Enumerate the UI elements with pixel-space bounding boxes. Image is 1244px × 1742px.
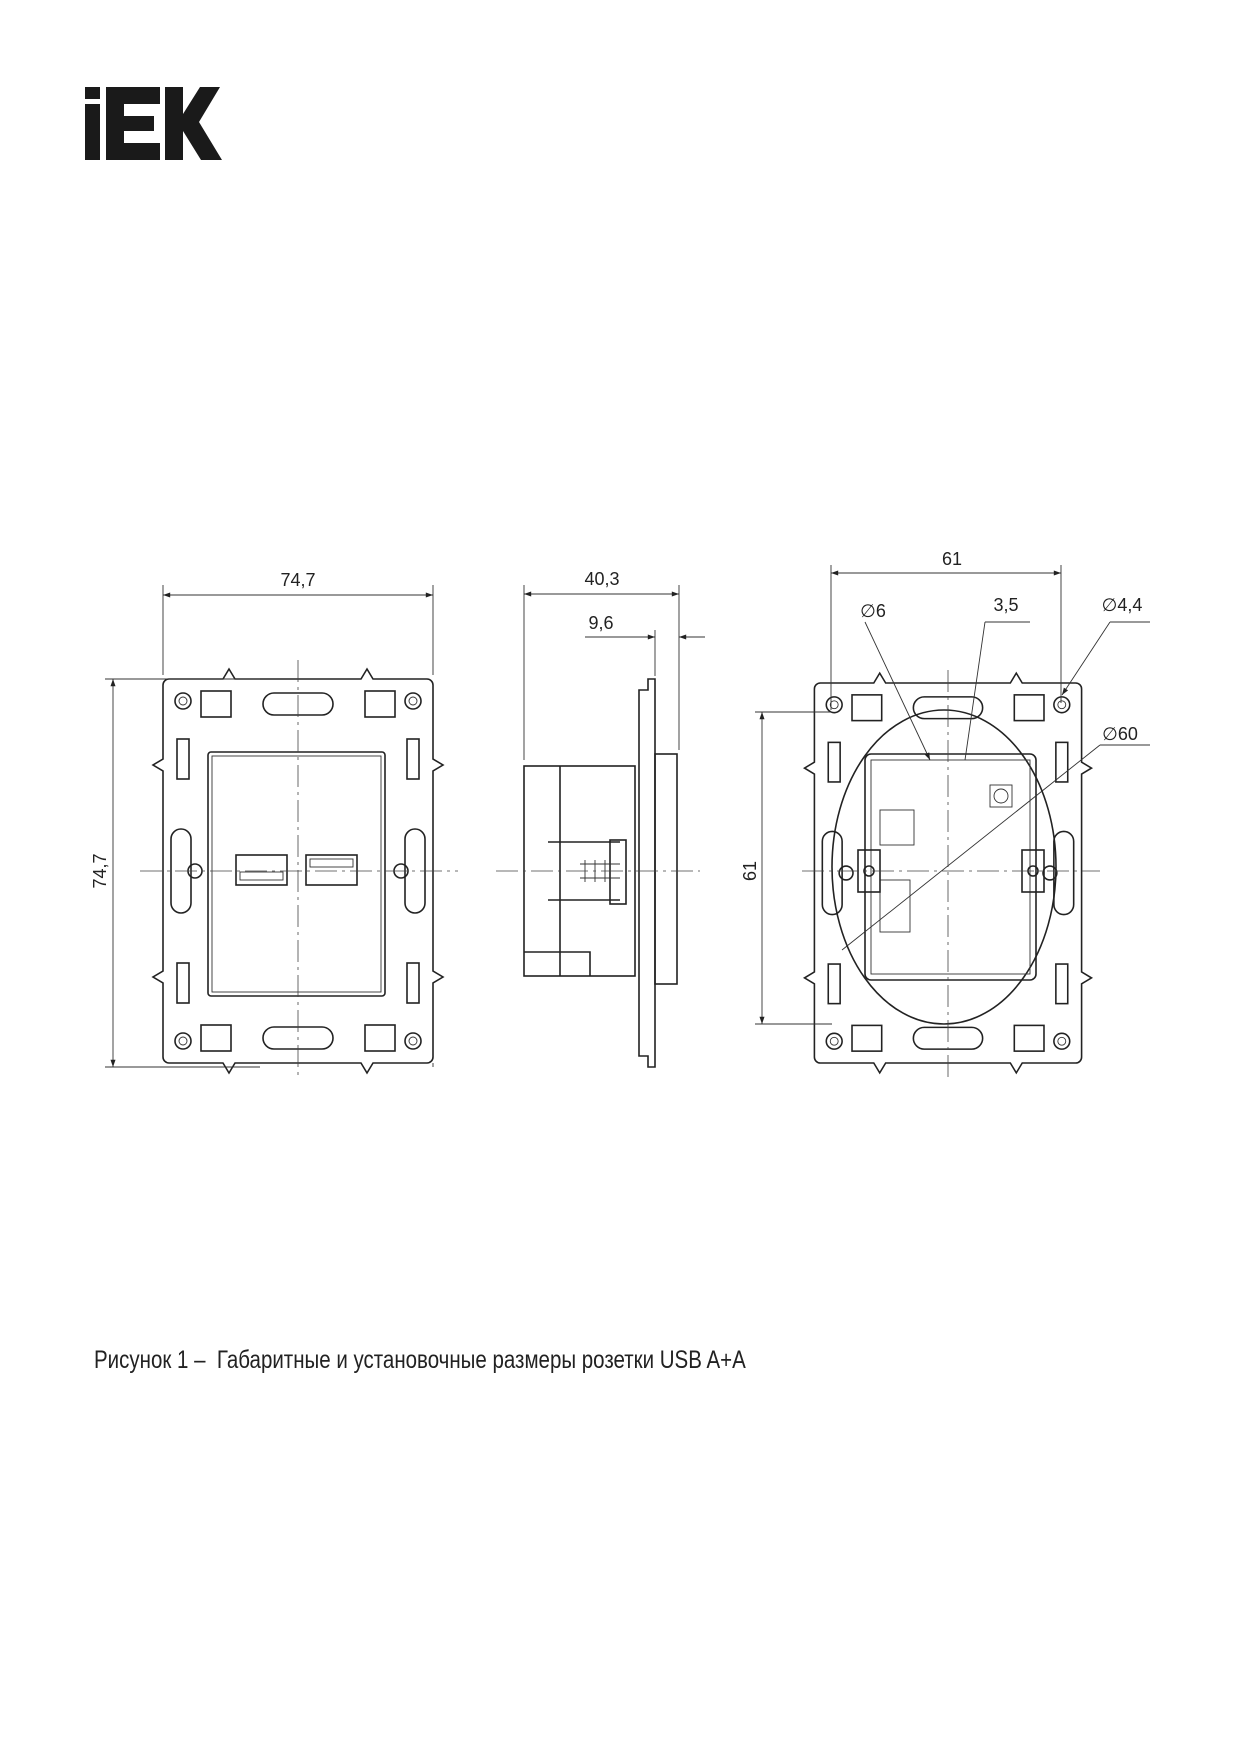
figure-caption: Рисунок 1 – Габаритные и установочные ра…	[94, 1346, 746, 1375]
box-diameter-label: ∅60	[1102, 724, 1138, 744]
front-depth-label: 9,6	[588, 613, 613, 633]
back-width-label: 61	[942, 549, 962, 569]
hole-diameter-label: ∅6	[860, 601, 886, 621]
usb-port-1	[235, 854, 288, 886]
back-view: 61 61 ∅6 3,5 ∅4,4 ∅60	[740, 549, 1150, 1080]
front-width-label: 74,7	[280, 570, 315, 590]
depth-label: 40,3	[584, 569, 619, 589]
side-view: 40,3 9,6	[496, 569, 705, 1068]
box-circle	[831, 709, 1057, 1025]
iek-logo	[85, 87, 222, 160]
slot-label: 3,5	[993, 595, 1018, 615]
figure-title: Габаритные и установочные размеры розетк…	[216, 1346, 746, 1374]
usb-port-2	[305, 854, 358, 886]
screw-hole-label: ∅4,4	[1102, 595, 1143, 615]
figure-number: Рисунок 1 –	[94, 1346, 206, 1374]
back-height-label: 61	[740, 861, 760, 881]
front-view: 74,7 74,7	[90, 570, 458, 1080]
front-height-label: 74,7	[90, 853, 110, 888]
